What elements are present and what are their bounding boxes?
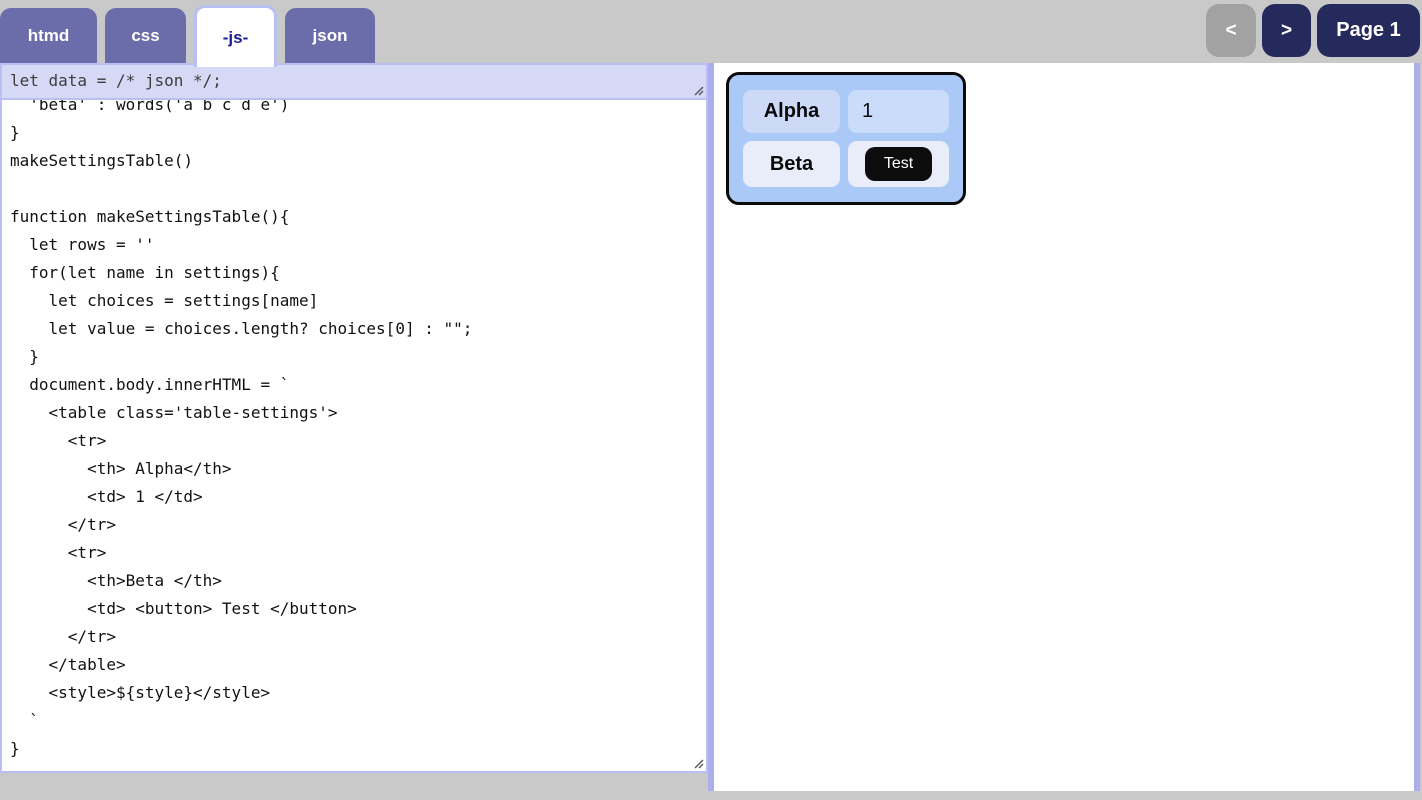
table-row: Beta Test [743,141,949,187]
resize-handle-icon[interactable] [693,758,704,769]
main-content: let data = /* json */; 'beta' : words('a… [0,63,1422,791]
tab-css[interactable]: css [105,8,186,63]
next-page-button[interactable]: > [1262,4,1311,57]
row-header-beta: Beta [743,141,840,187]
row-header-alpha: Alpha [743,90,840,133]
tab-htmd[interactable]: htmd [0,8,97,63]
prev-page-button[interactable]: < [1206,4,1256,57]
row-value-alpha: 1 [848,90,949,133]
row-value-beta: Test [848,141,949,187]
data-line-text: let data = /* json */; [10,71,222,90]
preview-panel: Alpha 1 Beta Test [708,63,1420,791]
resize-handle-icon[interactable] [693,85,704,96]
settings-table: Alpha 1 Beta Test [726,72,966,205]
tab-js[interactable]: -js- [194,5,277,67]
data-line-editor[interactable]: let data = /* json */; [0,63,708,100]
tab-json[interactable]: json [285,8,375,63]
editor-column: let data = /* json */; 'beta' : words('a… [0,63,708,773]
table-row: Alpha 1 [743,90,949,133]
page-indicator-button[interactable]: Page 1 [1317,4,1420,57]
tab-bar: htmd css -js- json < > Page 1 [0,0,1422,67]
page-nav: < > Page 1 [1206,4,1420,57]
js-code-editor[interactable]: 'beta' : words('a b c d e') } makeSettin… [0,100,708,773]
js-code-text: 'beta' : words('a b c d e') } makeSettin… [10,100,473,758]
test-button[interactable]: Test [864,147,933,181]
